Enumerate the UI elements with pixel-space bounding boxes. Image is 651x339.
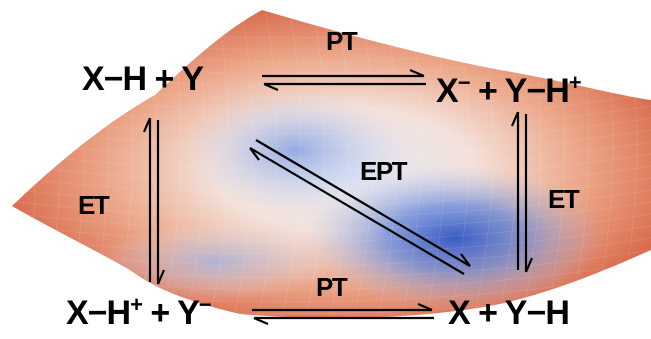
mesh-line [12, 201, 651, 231]
process-labels: PT PT ET ET EPT [78, 26, 581, 302]
mesh-line [253, 10, 278, 319]
mesh-line [13, 10, 38, 319]
species-bottom-right: X + Y−H [448, 294, 569, 332]
mesh-line [12, 117, 651, 147]
surface-well-bottom-left [95, 222, 335, 302]
mesh-line [301, 10, 326, 319]
species-bottom-left: X−H+ + Y− [66, 292, 211, 332]
label-left-et: ET [78, 190, 110, 220]
arrows [142, 68, 534, 326]
arrow-top-pt [262, 68, 426, 92]
label-right-et: ET [548, 184, 580, 214]
label-diagonal-ept: EPT [360, 156, 408, 186]
arrow-bottom-pt [252, 302, 434, 326]
surface-well-center [185, 90, 405, 210]
arrow-right-et [510, 111, 534, 273]
mesh-line [205, 10, 230, 319]
mesh-line [12, 189, 651, 219]
mesh-line [325, 10, 350, 319]
mesh-line [12, 225, 651, 255]
species-top-right: X− + Y−H+ [436, 70, 581, 110]
mesh-line [349, 10, 374, 319]
mesh-line [229, 10, 254, 319]
label-bottom-pt: PT [316, 272, 348, 302]
label-top-pt: PT [326, 26, 358, 56]
mesh-line [12, 129, 651, 159]
mesh-line [12, 10, 14, 319]
mesh-line [277, 10, 302, 319]
arrow-diagonal-ept [249, 139, 471, 275]
species-labels: X−H + Y X− + Y−H+ X−H+ + Y− X + Y−H [66, 60, 582, 332]
species-top-left: X−H + Y [82, 60, 204, 98]
surface-well-bottom-right [305, 166, 605, 310]
mesh-line [12, 141, 651, 171]
mesh-line [12, 177, 651, 207]
arrow-left-et [142, 117, 166, 285]
mesh-line [12, 213, 651, 243]
